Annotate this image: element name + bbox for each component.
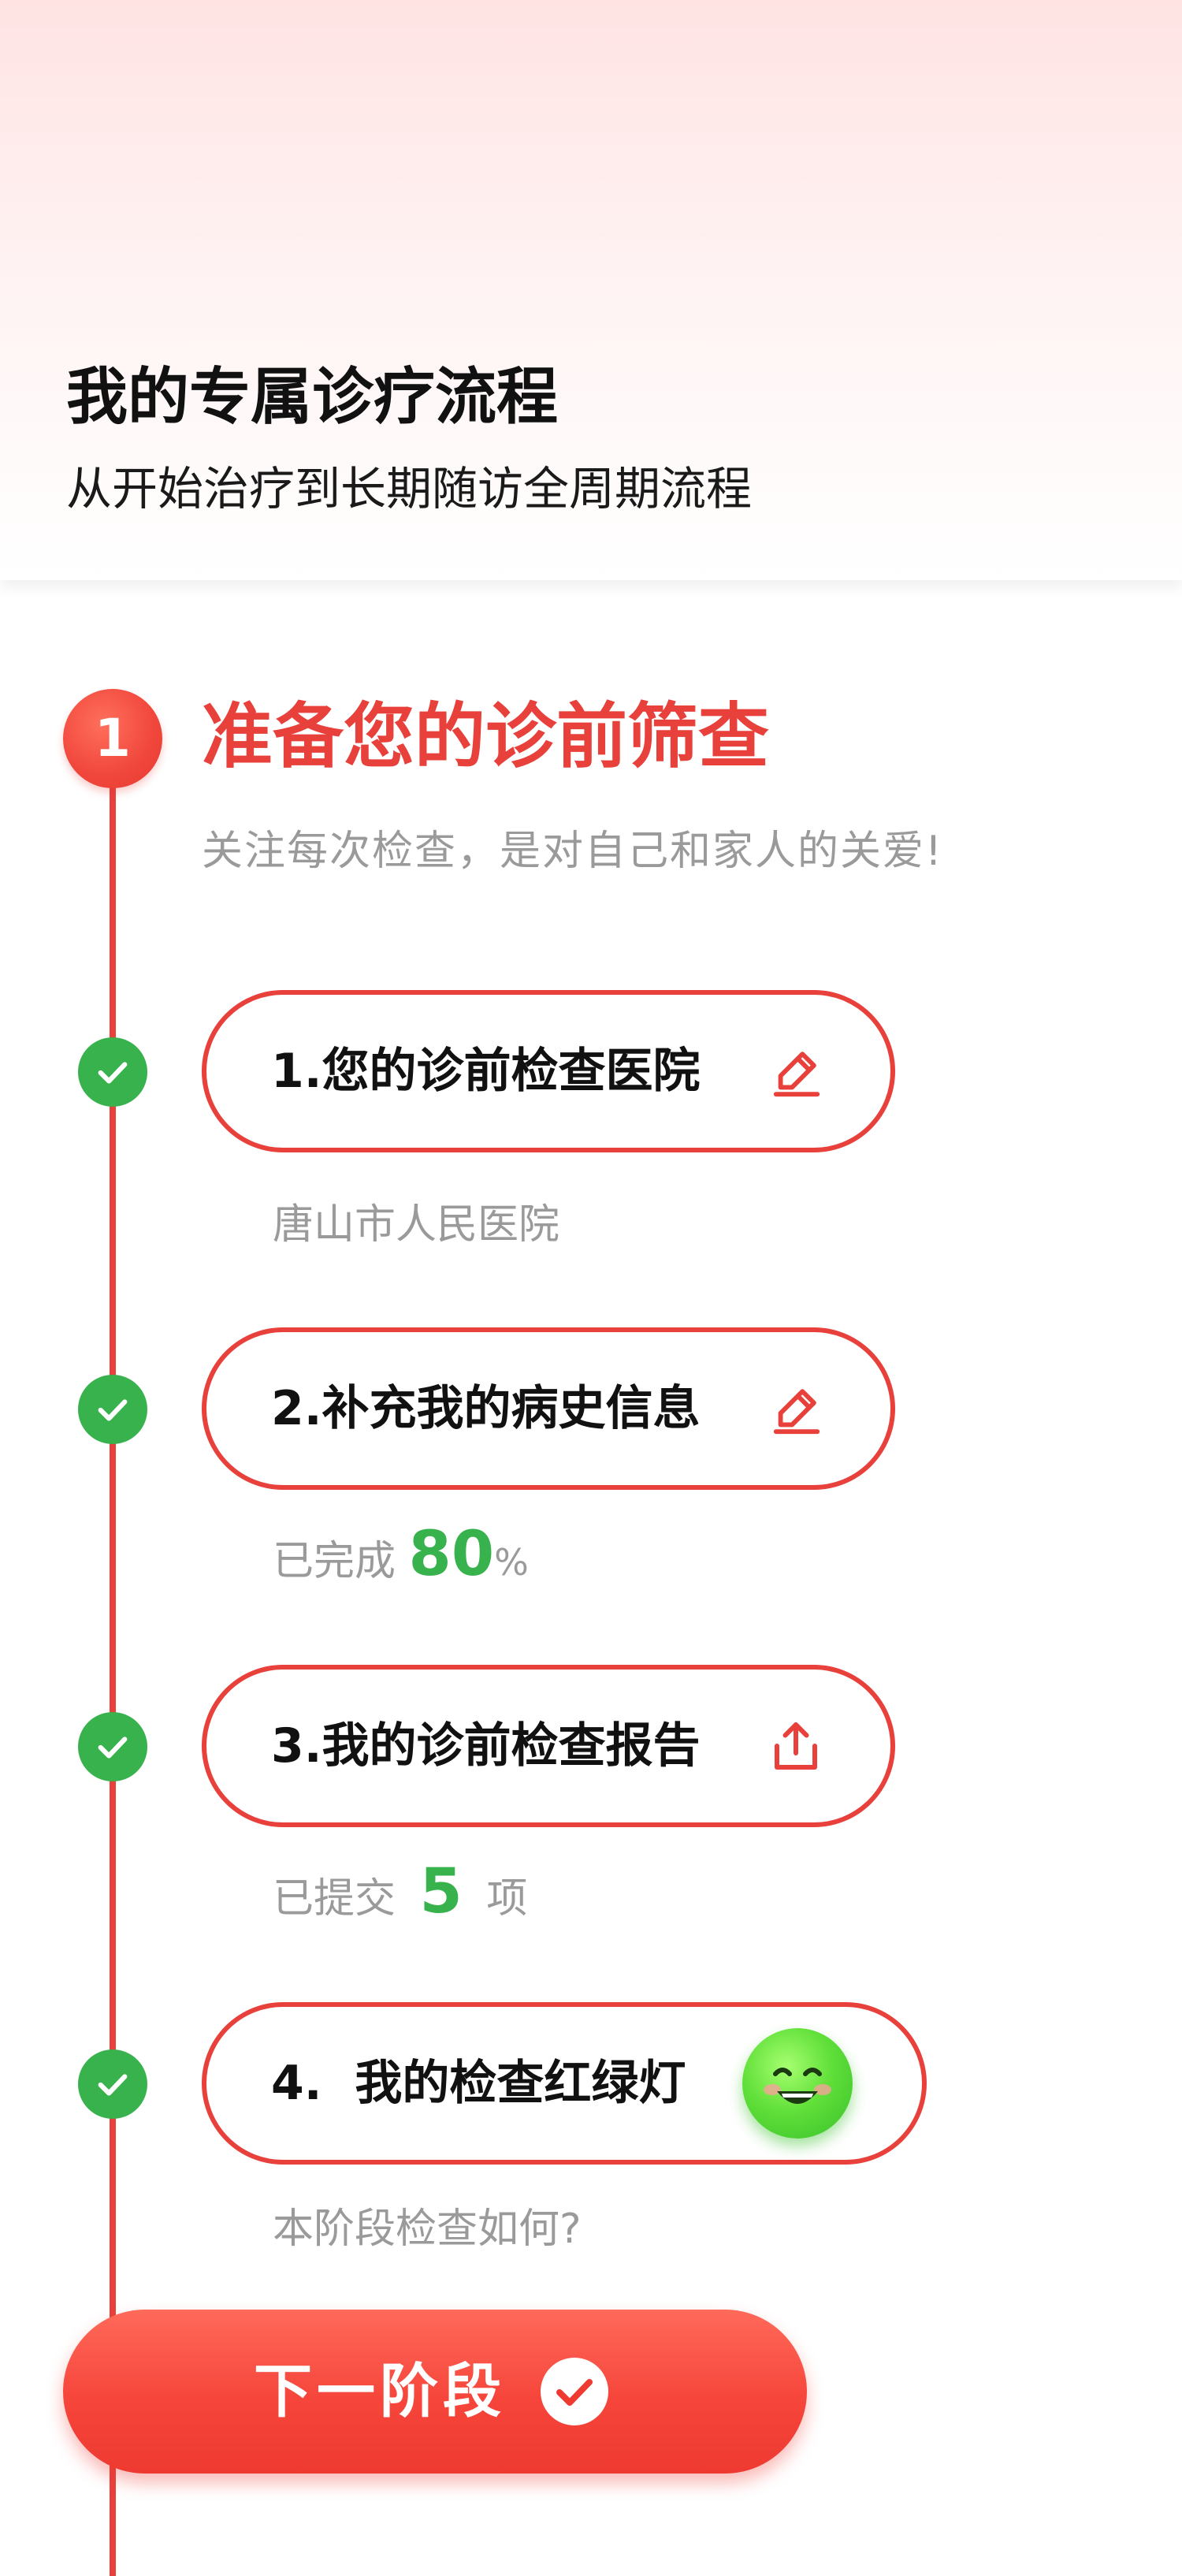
step-4-check-icon xyxy=(78,2049,147,2119)
stage-title: 准备您的诊前筛查 xyxy=(202,695,769,778)
page-header: 我的专属诊疗流程 从开始治疗到长期随访全周期流程 xyxy=(0,0,1182,580)
step-3-report-button[interactable]: 3.我的诊前检查报告 xyxy=(202,1665,895,1827)
step-3-status-prefix: 已提交 xyxy=(273,1875,396,1923)
step-3-check-icon xyxy=(78,1712,147,1781)
step-3-label: 3.我的诊前检查报告 xyxy=(271,1718,701,1774)
next-stage-label: 下一阶段 xyxy=(254,2358,506,2425)
check-circle-icon xyxy=(541,2358,608,2425)
step-2-status-suffix: % xyxy=(494,1541,529,1584)
next-stage-button[interactable]: 下一阶段 xyxy=(63,2310,807,2474)
upload-icon[interactable] xyxy=(768,1718,824,1774)
step-4-status: 本阶段检查如何? xyxy=(273,2206,582,2253)
edit-icon[interactable] xyxy=(769,1381,824,1436)
step-1-hospital-button[interactable]: 1.您的诊前检查医院 xyxy=(202,990,895,1152)
step-2-status-value: 80 xyxy=(408,1519,495,1590)
step-3-status-suffix: 项 xyxy=(486,1875,528,1923)
step-1-check-icon xyxy=(78,1037,147,1107)
step-2-history-button[interactable]: 2.补充我的病史信息 xyxy=(202,1327,895,1490)
step-2-check-icon xyxy=(78,1375,147,1444)
step-2-label: 2.补充我的病史信息 xyxy=(271,1381,701,1436)
smiley-face-icon[interactable] xyxy=(742,2028,853,2139)
stage-description: 关注每次检查，是对自己和家人的关爱! xyxy=(202,828,943,875)
stage-number-badge: 1 xyxy=(63,689,162,788)
step-3-status: 已提交 5 项 xyxy=(273,1860,527,1930)
step-2-status: 已完成 80% xyxy=(273,1523,529,1594)
timeline-line xyxy=(110,741,116,2576)
step-3-status-value: 5 xyxy=(419,1856,463,1927)
step-1-status: 唐山市人民医院 xyxy=(273,1201,560,1249)
step-2-status-prefix: 已完成 xyxy=(273,1538,396,1585)
step-4-traffic-light-button[interactable]: 4. 我的检查红绿灯 xyxy=(202,2002,927,2165)
step-4-label: 4. 我的检查红绿灯 xyxy=(271,2056,686,2111)
page-title: 我的专属诊疗流程 xyxy=(66,362,559,433)
step-1-label: 1.您的诊前检查医院 xyxy=(271,1044,701,1099)
edit-icon[interactable] xyxy=(769,1044,824,1099)
page-subtitle: 从开始治疗到长期随访全周期流程 xyxy=(66,462,753,516)
